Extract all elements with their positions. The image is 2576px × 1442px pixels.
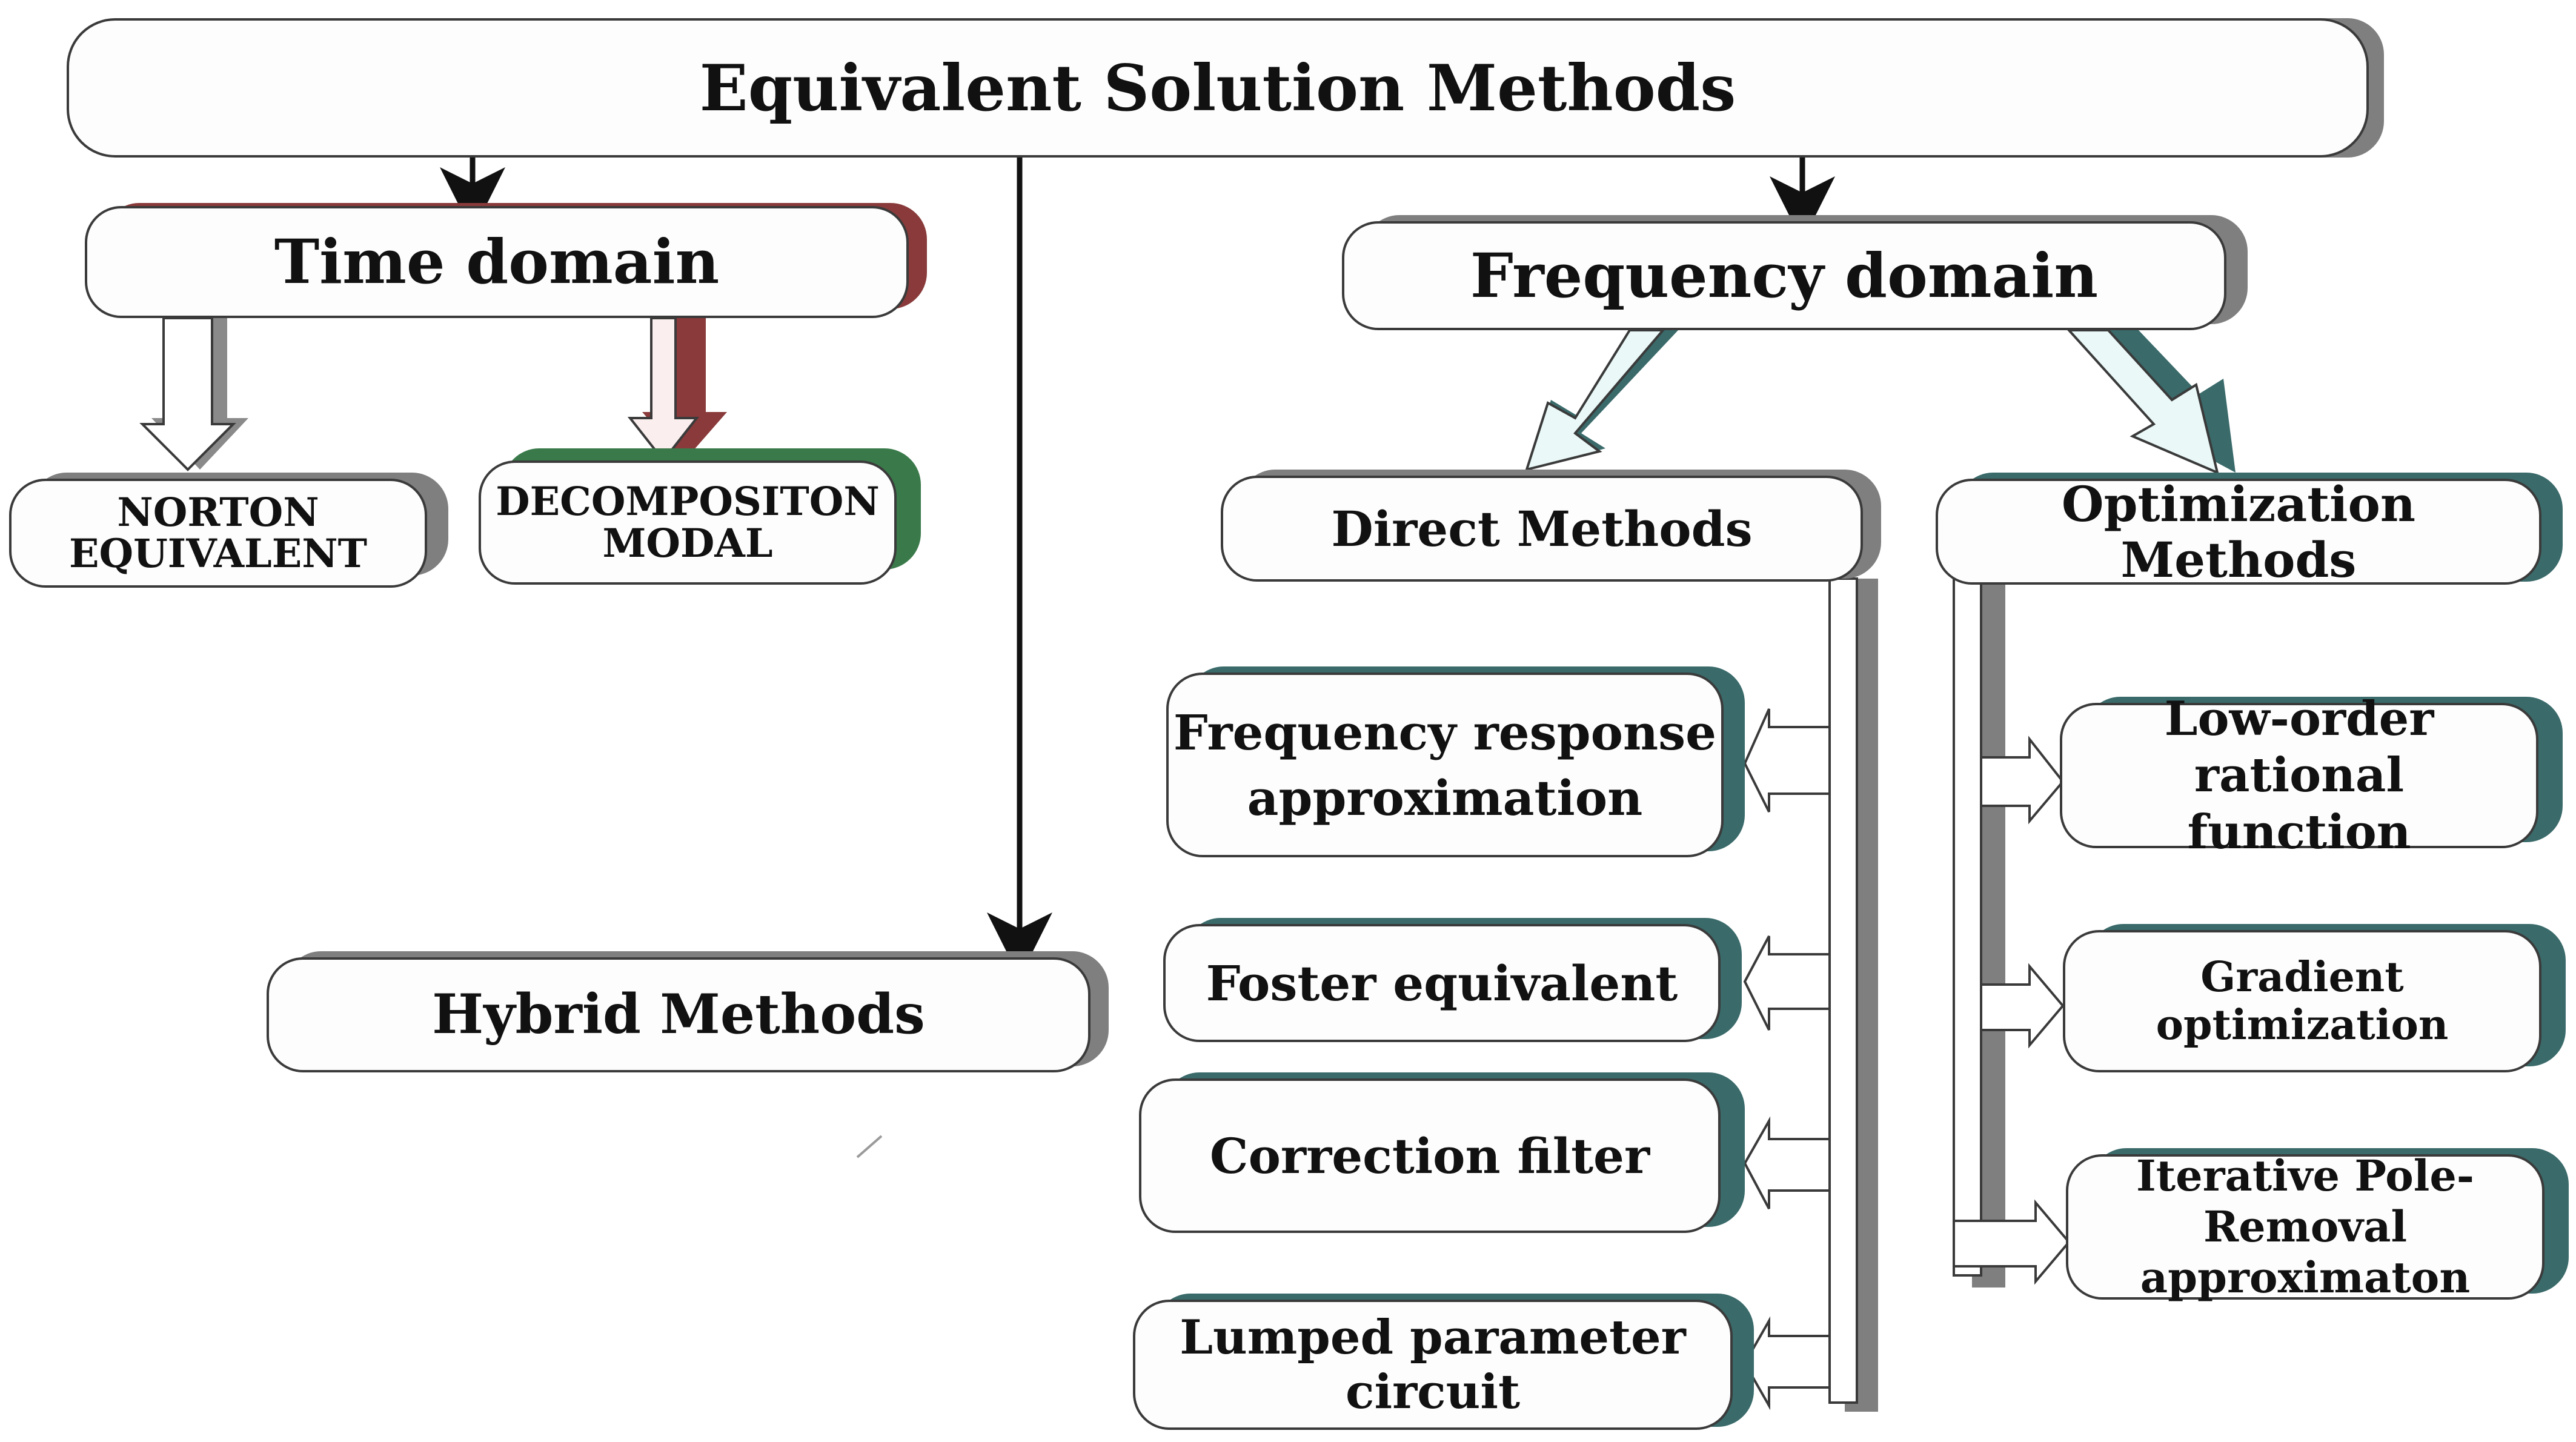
decomposition-modal-node: DECOMPOSITON MODAL [479, 460, 897, 585]
optimization-item-iterative-pole: Iterative Pole-Removal approximaton [2066, 1151, 2544, 1303]
decomposition-line-2: MODAL [602, 520, 773, 566]
optimization-item-gradient: Gradient optimization [2063, 930, 2541, 1072]
hybrid-label: Hybrid Methods [432, 982, 925, 1047]
direct-item-2-line-1: Foster equivalent [1206, 954, 1678, 1012]
direct-branch-4 [1743, 1316, 1831, 1410]
optimization-methods-label: Optimization Methods [2061, 475, 2416, 588]
direct-item-foster-equivalent: Foster equivalent [1163, 924, 1721, 1042]
optimization-item-low-order: Low-order rational function [2060, 691, 2538, 860]
direct-item-1-line-1: Frequency response [1173, 703, 1717, 761]
optimization-methods-bus [1953, 577, 2005, 1288]
direct-methods-bus [1828, 577, 1878, 1412]
arrow-time-to-norton [139, 317, 248, 471]
norton-line-1: NORTON [117, 489, 319, 536]
direct-item-3-line-1: Correction filter [1209, 1127, 1650, 1184]
direct-item-1-line-2: approximation [1247, 769, 1643, 826]
arrow-frequency-to-optimization [2066, 329, 2236, 475]
norton-equivalent-node: NORTON EQUIVALENT [9, 479, 427, 588]
direct-branch-2 [1743, 935, 1831, 1031]
optimization-item-3-line-1: Iterative Pole-Removal [2136, 1151, 2474, 1252]
root-label: Equivalent Solution Methods [699, 50, 1736, 125]
direct-item-lumped-parameter: Lumped parameter circuit [1133, 1300, 1733, 1430]
arrow-time-to-decomposition [627, 317, 727, 463]
hybrid-methods-node: Hybrid Methods [267, 957, 1090, 1072]
arrow-frequency-to-direct [1525, 329, 1678, 471]
stray-mark [856, 1135, 883, 1158]
frequency-domain-node: Frequency domain [1342, 221, 2226, 330]
optimization-methods-node: Optimization Methods [1936, 475, 2541, 588]
direct-methods-label: Direct Methods [1331, 500, 1753, 557]
root-node: Equivalent Solution Methods [67, 18, 2369, 158]
time-domain-label: Time domain [274, 226, 720, 297]
time-domain-node: Time domain [85, 206, 909, 318]
optimization-item-3-line-2: approximaton [2140, 1252, 2471, 1303]
optimization-branch-3 [1953, 1199, 2071, 1285]
optimization-item-1-line-1: Low-order rational [2164, 691, 2434, 803]
direct-branch-1 [1743, 708, 1831, 812]
direct-item-4-line-1: Lumped parameter circuit [1180, 1309, 1686, 1420]
direct-item-frequency-response: Frequency response approximation [1166, 673, 1724, 857]
direct-branch-3 [1743, 1116, 1831, 1209]
optimization-branch-2 [1980, 963, 2065, 1049]
decomposition-line-1: DECOMPOSITON [496, 479, 880, 525]
optimization-item-1-line-2: function [2187, 804, 2411, 860]
direct-methods-node: Direct Methods [1221, 476, 1863, 582]
optimization-item-2-line-1: Gradient optimization [2156, 953, 2449, 1049]
norton-line-2: EQUIVALENT [68, 531, 368, 577]
direct-item-correction-filter: Correction filter [1139, 1078, 1721, 1233]
frequency-domain-label: Frequency domain [1470, 239, 2099, 311]
optimization-branch-1 [1980, 736, 2065, 825]
